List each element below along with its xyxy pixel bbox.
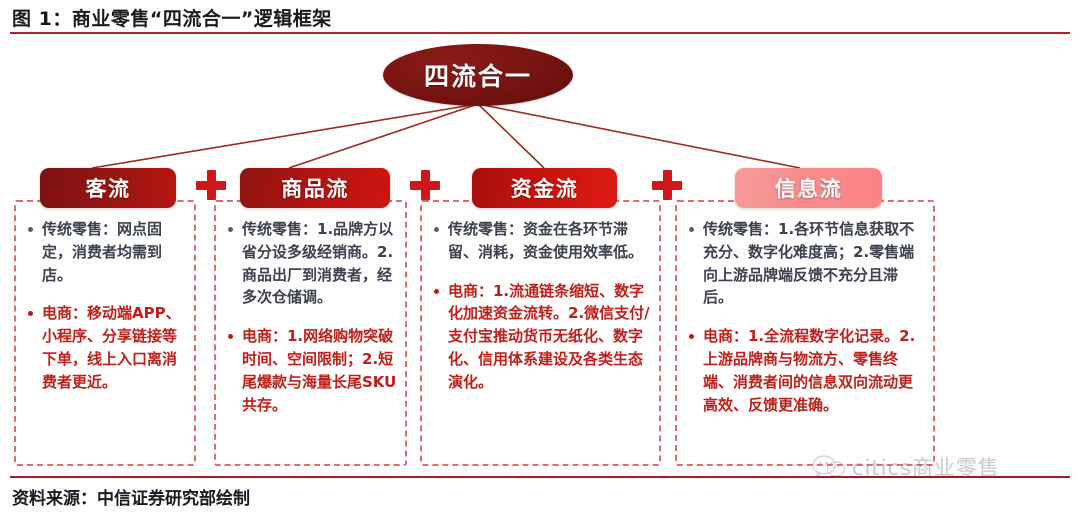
bullet-dot-icon [434, 227, 439, 232]
title-divider [10, 32, 1070, 34]
source-note: 资料来源：中信证券研究部绘制 [12, 489, 250, 509]
bullet-list: 传统零售：1.各环节信息获取不充分、数字化难度高；2.零售端向上游品牌端反馈不充… [677, 202, 933, 464]
bullet-text: 电商：1.网络购物突破时间、空间限制；2.短尾爆款与海量长尾SKU共存。 [242, 327, 397, 414]
list-item: 电商：1.全流程数字化记录。2.上游品牌商与物流方、零售终端、消费者间的信息双向… [685, 325, 925, 416]
list-item: 电商：移动端APP、小程序、分享链接等下单，线上入口离消费者更近。 [24, 302, 186, 393]
column-header-information-flow: 信息流 [735, 168, 882, 208]
column-goods-flow: 商品流 传统零售：1.品牌方以省分设多级经销商。2.商品出厂到消费者，经多次仓储… [214, 168, 407, 466]
bullet-text: 传统零售：资金在各环节滞留、消耗，资金使用效率低。 [448, 220, 644, 261]
page-title: 图 1：商业零售“四流合一”逻辑框架 [12, 8, 332, 30]
list-item: 电商：1.流通链条缩短、数字化加速资金流转。2.微信支付/支付宝推动货币无纸化、… [430, 280, 651, 394]
column-header-customer-flow: 客流 [40, 168, 176, 208]
bullet-dot-icon [28, 311, 33, 317]
plus-icon-2 [410, 170, 440, 200]
list-item: 传统零售：1.品牌方以省分设多级经销商。2.商品出厂到消费者，经多次仓储调。 [224, 218, 397, 309]
footer-divider [10, 476, 1070, 478]
bullet-text: 传统零售：网点固定，消费者均需到店。 [42, 220, 163, 284]
hub-node: 四流合一 [383, 44, 573, 106]
column-header-label: 信息流 [774, 177, 843, 201]
bullet-text: 电商：1.流通链条缩短、数字化加速资金流转。2.微信支付/支付宝推动货币无纸化、… [448, 281, 650, 391]
bullet-text: 传统零售：1.各环节信息获取不充分、数字化难度高；2.零售端向上游品牌端反馈不充… [703, 220, 915, 307]
column-customer-flow: 客流 传统零售：网点固定，消费者均需到店。 电商：移动端APP、小程序、分享链接… [14, 168, 196, 466]
bullet-dot-icon [228, 334, 233, 340]
list-item: 传统零售：资金在各环节滞留、消耗，资金使用效率低。 [430, 218, 651, 264]
plus-icon-1 [196, 170, 226, 200]
column-capital-flow: 资金流 传统零售：资金在各环节滞留、消耗，资金使用效率低。 电商：1.流通链条缩… [420, 168, 661, 466]
list-item: 电商：1.网络购物突破时间、空间限制；2.短尾爆款与海量长尾SKU共存。 [224, 325, 397, 416]
bullet-dot-icon [434, 288, 439, 294]
bullet-list: 传统零售：1.品牌方以省分设多级经销商。2.商品出厂到消费者，经多次仓储调。 电… [216, 202, 405, 464]
column-header-label: 商品流 [281, 177, 349, 201]
bullet-text: 电商：1.全流程数字化记录。2.上游品牌商与物流方、零售终端、消费者间的信息双向… [703, 327, 916, 414]
column-header-capital-flow: 资金流 [472, 168, 617, 208]
bullet-list: 传统零售：资金在各环节滞留、消耗，资金使用效率低。 电商：1.流通链条缩短、数字… [422, 202, 659, 464]
bullet-list: 传统零售：网点固定，消费者均需到店。 电商：移动端APP、小程序、分享链接等下单… [16, 202, 194, 464]
column-header-goods-flow: 商品流 [240, 168, 390, 208]
list-item: 传统零售：1.各环节信息获取不充分、数字化难度高；2.零售端向上游品牌端反馈不充… [685, 218, 925, 309]
column-header-label: 资金流 [510, 177, 579, 201]
bullet-dot-icon [689, 334, 694, 340]
hub-label: 四流合一 [423, 62, 532, 91]
bullet-text: 电商：移动端APP、小程序、分享链接等下单，线上入口离消费者更近。 [42, 304, 181, 391]
plus-icon-3 [652, 170, 682, 200]
bullet-dot-icon [689, 227, 694, 232]
bullet-text: 传统零售：1.品牌方以省分设多级经销商。2.商品出厂到消费者，经多次仓储调。 [242, 220, 394, 307]
list-item: 传统零售：网点固定，消费者均需到店。 [24, 218, 186, 286]
figure-title-bar: 图 1：商业零售“四流合一”逻辑框架 [0, 0, 1080, 34]
column-information-flow: 信息流 传统零售：1.各环节信息获取不充分、数字化难度高；2.零售端向上游品牌端… [675, 168, 935, 466]
bullet-dot-icon [228, 227, 233, 232]
bullet-dot-icon [28, 227, 33, 232]
column-header-label: 客流 [85, 177, 131, 201]
